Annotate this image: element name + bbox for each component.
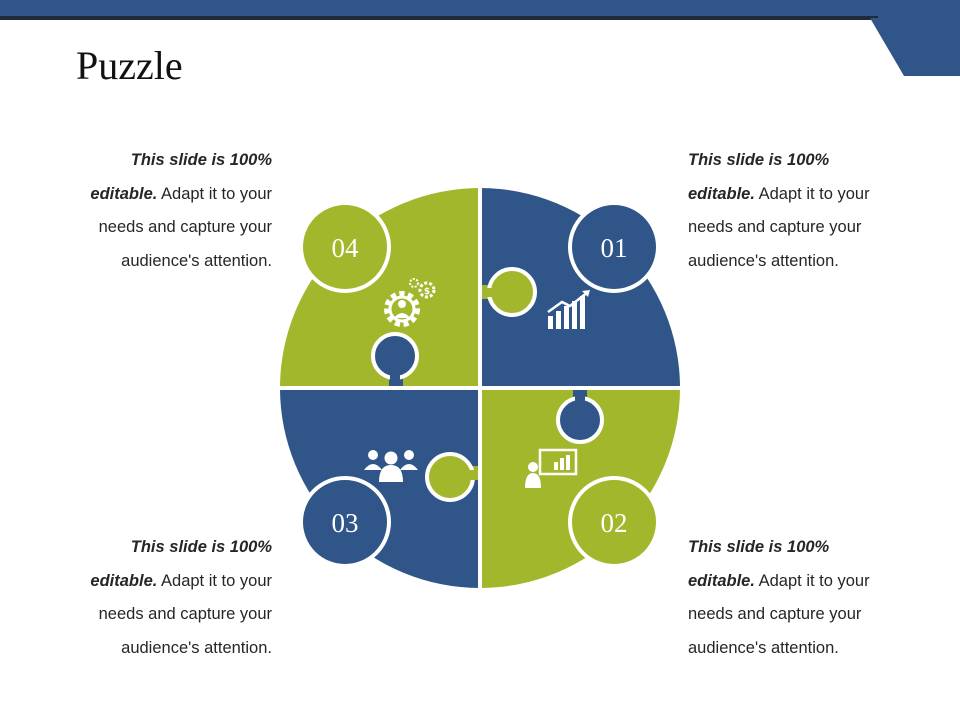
gear-dollar-icon: $ (384, 278, 436, 327)
puzzle-tab-bottom (425, 452, 484, 502)
team-icon (364, 450, 418, 482)
svg-text:03: 03 (332, 508, 359, 538)
step-04-text: This slide is 100% editable. Adapt it to… (90, 151, 272, 270)
svg-text:02: 02 (601, 508, 628, 538)
puzzle-diagram: 01 02 03 04 $ (270, 180, 690, 600)
top-band (0, 0, 960, 76)
svg-text:01: 01 (601, 233, 628, 263)
growth-chart-icon (547, 290, 590, 329)
slide-title: Puzzle (76, 43, 183, 88)
step-02-text: This slide is 100% editable. Adapt it to… (688, 538, 870, 657)
svg-text:04: 04 (332, 233, 360, 263)
presentation-icon (525, 448, 578, 488)
step-01-text: This slide is 100% editable. Adapt it to… (688, 151, 870, 270)
puzzle-tab-left (371, 332, 419, 390)
step-03-badge: 03 (299, 476, 391, 568)
step-02-badge: 02 (568, 476, 660, 568)
step-03-text: This slide is 100% editable. Adapt it to… (90, 538, 272, 657)
step-04-badge: 04 (299, 201, 391, 293)
step-01-badge: 01 (568, 201, 660, 293)
svg-text:$: $ (424, 287, 430, 297)
